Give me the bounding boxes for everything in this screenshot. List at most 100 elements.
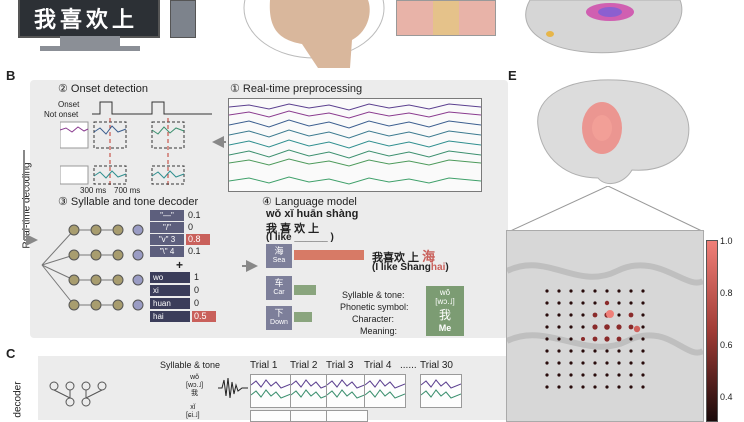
timing-300ms: 300 ms [80, 186, 107, 195]
computer-tower [170, 0, 196, 38]
tone-label: "—" [150, 210, 184, 221]
example-ipa: [wɔ.˩] [435, 297, 455, 306]
panel-c-network [49, 381, 107, 407]
neural-network-diagram [41, 224, 144, 311]
lm-english: (I like ______ ) [266, 232, 334, 243]
trial-label: Trial 30 [420, 360, 453, 371]
not-onset-label: Not onset [44, 110, 79, 119]
brain-top-right [525, 0, 683, 54]
example-pinyin: wǒ [439, 288, 451, 297]
syllable-label: wo [150, 272, 190, 283]
probability-bar-sea [294, 250, 364, 260]
trial-label: Trial 4 [364, 360, 392, 371]
ecog-traces [228, 103, 482, 185]
audio-waveform [218, 377, 248, 399]
syllable-label: hai [150, 311, 190, 322]
decoder-title: ③ Syllable and tone decoder [58, 196, 199, 208]
legend-meaning: Meaning: [360, 326, 398, 336]
onset-label: Onset [58, 100, 80, 109]
tone-label: "/" [150, 222, 184, 233]
syllable-value: 0 [194, 298, 200, 308]
zoom-guides [508, 186, 705, 233]
monitor: 我喜欢上 [18, 0, 160, 38]
preprocessing-title: ① Real-time preprocessing [230, 83, 363, 95]
onset-epochs [60, 118, 185, 188]
result-english-close: ) [445, 262, 449, 273]
probability-bar-car [294, 285, 316, 295]
panel-b-letter: B [6, 68, 16, 83]
trial-ellipsis: ...... [400, 360, 417, 371]
colorbar-tick: 1.0 [720, 236, 733, 246]
brain-render [537, 79, 690, 185]
monitor-stand [60, 36, 120, 46]
syllable-label: huan [150, 298, 190, 309]
panel-c-header: Syllable & tone [160, 360, 221, 370]
trial-label: Trial 3 [326, 360, 354, 371]
trial-signal-box [290, 374, 332, 408]
tone-value-highlight: 0.8 [186, 234, 210, 245]
legend-example-card: wǒ [wɔ.˩] 我 Me [426, 286, 464, 336]
syllable-value-highlight: 0.5 [192, 311, 216, 322]
tone-value: 0.1 [188, 210, 201, 220]
candidate-card: 下 Down [266, 306, 292, 330]
trial-label: Trial 1 [250, 360, 278, 371]
card-hanzi: 车 [274, 278, 284, 288]
result-hanzi-text: 我喜欢 上 [372, 252, 420, 264]
timing-700ms: 700 ms [114, 186, 141, 195]
card-hanzi: 下 [274, 308, 284, 318]
colorbar-tick: 0.8 [720, 288, 733, 298]
tone-value: 0 [188, 222, 194, 232]
example-hanzi: 我 [438, 308, 451, 322]
syllable-table: wo 1 xi 0 huan 0 hai 0.5 [150, 272, 220, 326]
card-hanzi: 海 [274, 246, 284, 256]
syllable-value: 1 [194, 272, 200, 282]
lm-result-hanzi: 我喜欢 上 海 [372, 246, 435, 265]
panel-c-row1-label: wǒ [wɔ.˩] 我 [186, 374, 203, 398]
monitor-base [40, 46, 140, 51]
panel-c-row2-label: xǐ [ɕi.˩] [186, 404, 200, 420]
row1-ipa: [wɔ.˩] [186, 382, 204, 389]
tone-label: "v" 3 [150, 234, 184, 245]
probability-bar-down [294, 312, 312, 322]
result-english-highlight: hai [430, 262, 446, 273]
panel-e-letter: E [508, 68, 517, 83]
onset-detection-title: ② Onset detection [58, 83, 148, 95]
lm-hanzi: 我 喜 欢 上 [266, 223, 320, 235]
monitor-text: 我喜欢上 [34, 7, 139, 32]
head-illustration [243, 0, 385, 68]
legend-character: Character: [352, 314, 395, 324]
row2-pinyin: xǐ [190, 404, 196, 411]
row1-pinyin: wǒ [190, 374, 200, 381]
electrode-inset [396, 0, 496, 36]
syllable-label: xi [150, 285, 190, 296]
syllable-value: 0 [194, 285, 200, 295]
trial-signal-box [420, 374, 462, 408]
lm-pinyin: wǒ xǐ huān shàng [266, 208, 359, 220]
result-hanzi-highlight: 海 [422, 249, 436, 264]
tone-label: "\" 4 [150, 246, 184, 257]
trial-signal-box [364, 374, 406, 408]
panel-c-letter: C [6, 346, 16, 361]
legend-syllable-tone: Syllable & tone: [342, 290, 405, 300]
candidate-card: 车 Car [266, 276, 292, 300]
result-english-text: (I like Shang [372, 262, 431, 273]
lm-result-english: (I like Shanghai) [372, 262, 449, 273]
electrode-dots [507, 262, 703, 389]
card-english: Down [270, 319, 288, 326]
candidate-card: 海 Sea [266, 244, 292, 268]
example-meaning: Me [438, 323, 452, 333]
card-english: Car [273, 289, 285, 296]
colorbar-tick: 0.4 [720, 392, 733, 402]
row2-ipa: [ɕi.˩] [186, 412, 200, 419]
card-english: Sea [272, 257, 286, 264]
trial-signal-box [326, 374, 368, 408]
language-model-title: ④ Language model [262, 196, 357, 208]
row1-hanzi: 我 [191, 390, 199, 397]
trial-label: Trial 2 [290, 360, 318, 371]
plus-sign: + [176, 258, 184, 272]
legend-phonetic: Phonetic symbol: [340, 302, 409, 312]
ecog-signal-box [228, 98, 482, 192]
electrode-grid-map [506, 230, 704, 422]
onset-pulse-trace [92, 101, 212, 115]
